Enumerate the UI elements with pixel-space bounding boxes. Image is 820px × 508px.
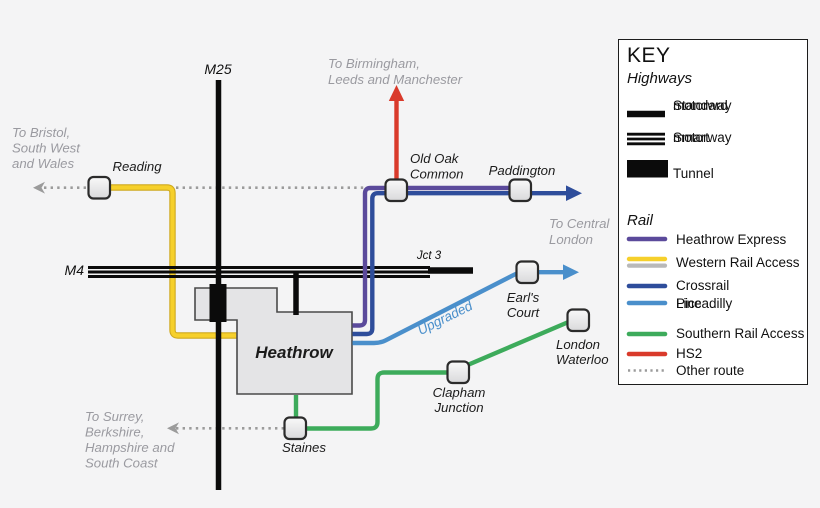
hs2-label: HS2 <box>676 346 703 361</box>
london-waterloo-label-1: London <box>556 337 600 352</box>
standard-motorway-label-1: Standard <box>673 98 728 113</box>
station-earls-court <box>515 260 540 285</box>
m25-tunnel-rect <box>209 284 227 322</box>
dest-west-line3: and Wales <box>12 156 74 171</box>
dest-south-line1: To Surrey, <box>85 409 144 424</box>
dest-south-line2: Berkshire, <box>85 425 144 440</box>
tunnel-label: Tunnel <box>673 166 714 181</box>
london-waterloo-label-2: Waterloo <box>556 352 609 367</box>
dest-east-line1: To Central <box>549 216 610 231</box>
station-reading <box>87 175 112 200</box>
station-clapham-junction <box>446 360 471 385</box>
dest-north-line2: Leeds and Manchester <box>328 72 463 87</box>
dest-south-line3: Hampshire and <box>85 440 175 455</box>
clapham-junction-label-1: Clapham <box>433 385 486 400</box>
dest-east-line2: London <box>549 232 593 247</box>
jct3-label: Jct 3 <box>416 250 442 262</box>
dest-north-line1: To Birmingham, <box>328 56 420 71</box>
clapham-junction-label-2: Junction <box>433 400 483 415</box>
standard-motorway-label-2: motorway <box>673 98 732 113</box>
station-staines <box>283 416 308 441</box>
crossrail-arrow-icon <box>566 185 582 201</box>
station-paddington <box>508 178 533 203</box>
heathrow-terminal-area <box>194 287 353 395</box>
m25-label: M25 <box>204 61 231 77</box>
piccadilly-label-1: Piccadilly <box>676 295 733 311</box>
piccadilly-label-2: Line <box>676 295 702 311</box>
key-title: KEY <box>627 44 671 67</box>
southern-rail-label: Southern Rail Access <box>676 326 805 341</box>
smart-motorway-label-1: Smart <box>673 130 710 145</box>
earls-court-label-1: Earl's <box>507 290 540 305</box>
reading-label: Reading <box>112 159 162 174</box>
crossrail-line <box>352 191 568 337</box>
earls-court-label-2: Court <box>507 305 541 320</box>
other-route-arrow-south-icon <box>167 422 179 435</box>
dest-west-line1: To Bristol, <box>12 125 70 140</box>
southern-rail-line <box>306 318 573 431</box>
upgraded-annotation: Upgraded <box>415 298 475 338</box>
western-rail-access-label: Western Rail Access <box>676 255 800 270</box>
other-route-label: Other route <box>676 363 745 378</box>
old-oak-common-label-2: Common <box>410 167 464 182</box>
heathrow-express-label: Heathrow Express <box>676 232 787 247</box>
dest-south-line4: South Coast <box>85 456 159 471</box>
hs2-arrow-icon <box>388 85 405 101</box>
piccadilly-arrow-icon <box>563 264 579 280</box>
heathrow-express-line <box>352 185 520 328</box>
other-route-arrow-west-icon <box>33 181 45 194</box>
crossrail-label: Crossrail <box>676 278 730 293</box>
heathrow-label: Heathrow <box>255 343 334 362</box>
old-oak-common-label-1: Old Oak <box>410 151 460 166</box>
station-london-waterloo <box>566 308 591 333</box>
key-rail-heading: Rail <box>627 212 653 229</box>
station-old-oak-common <box>384 178 409 203</box>
smart-motorway-label-2: motorway <box>673 130 732 145</box>
key-highways-heading: Highways <box>627 70 693 87</box>
dest-west-line2: South West <box>12 141 81 156</box>
western-rail-access-line <box>100 185 237 338</box>
staines-label: Staines <box>282 440 326 455</box>
paddington-label: Paddington <box>489 163 556 178</box>
m4-label: M4 <box>65 262 85 278</box>
key-panel: KEY Highways Standard motorway Smart mot… <box>618 39 808 385</box>
